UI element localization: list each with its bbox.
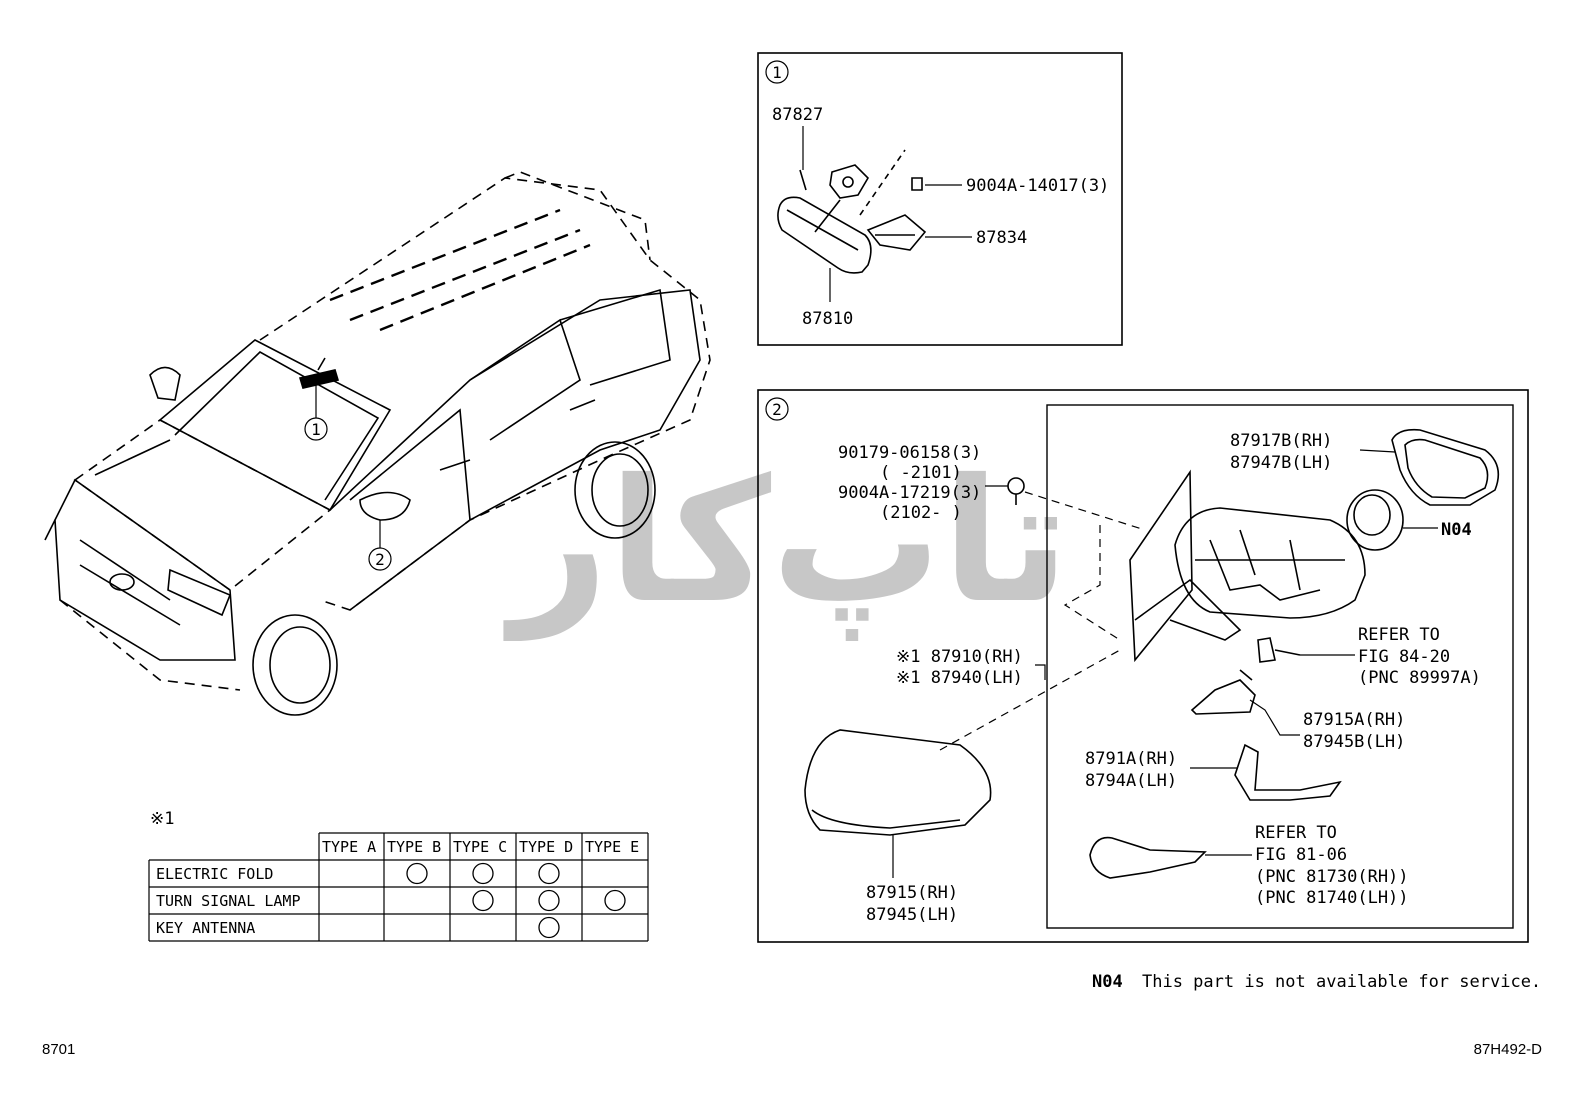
table-row-label: TURN SIGNAL LAMP: [156, 892, 301, 910]
watermark: تاپ‌کار: [502, 443, 1069, 641]
part-87827: 87827: [772, 105, 823, 125]
note-table: ※1 TYPE A TYPE B TYPE C TYPE D TYPE E ELECTRI…: [148, 809, 649, 942]
table-header: TYPE A: [322, 838, 376, 856]
vehicle-illustration: [44, 171, 711, 716]
footnote-code: N04: [1092, 972, 1123, 992]
table-header: TYPE B: [387, 838, 441, 856]
table-mark: [472, 862, 494, 885]
part-90179-06158: 90179-06158(3): [838, 443, 981, 463]
refer-1-line-2: FIG 84-20: [1358, 647, 1450, 667]
part-9004a-17219: 9004A-17219(3): [838, 483, 981, 503]
refer-2-line-2: FIG 81-06: [1255, 845, 1347, 865]
inner-mirror-drawing: [777, 149, 927, 274]
callout-2-label: 2: [375, 550, 385, 569]
box-1-number: 1: [772, 63, 782, 82]
part-87947b: 87947B(LH): [1230, 453, 1332, 473]
table-header: TYPE C: [453, 838, 507, 856]
refer-2-line-4: (PNC 81740(LH)): [1255, 888, 1409, 908]
footnote-text: This part is not available for service.: [1142, 972, 1541, 992]
table-mark: [604, 889, 626, 912]
table-header: TYPE E: [585, 838, 639, 856]
part-87915: 87915(RH): [866, 883, 958, 903]
part-87945b: 87945B(LH): [1303, 732, 1405, 752]
part-9004a-17219-range: (2102- ): [880, 503, 962, 523]
outer-mirror-drawing: [804, 428, 1500, 879]
callout-1-vehicle: 1: [304, 385, 328, 441]
part-87940: ※1 87940(LH): [896, 668, 1023, 688]
part-90179-range: ( -2101): [880, 463, 962, 483]
part-87834: 87834: [976, 228, 1027, 248]
part-87945: 87945(LH): [866, 905, 958, 925]
part-87917b: 87917B(RH): [1230, 431, 1332, 451]
part-87810: 87810: [802, 309, 853, 329]
part-87915a: 87915A(RH): [1303, 710, 1405, 730]
part-9004a-14017: 9004A-14017(3): [966, 176, 1109, 196]
footer-left: 8701: [42, 1041, 75, 1058]
table-mark: [538, 916, 560, 939]
refer-1-line-3: (PNC 89997A): [1358, 668, 1481, 688]
refer-1-line-1: REFER TO: [1358, 625, 1440, 645]
part-n04: N04: [1441, 520, 1472, 540]
note-mark: ※1: [150, 809, 174, 829]
refer-2-line-1: REFER TO: [1255, 823, 1337, 843]
box-1-inner-mirror: 1 87827 9004A-14017(3) 87834 87810: [757, 52, 1123, 346]
table-row-label: KEY ANTENNA: [156, 919, 255, 937]
footer-right: 87H492-D: [1474, 1041, 1543, 1058]
part-87910: ※1 87910(RH): [896, 647, 1023, 667]
callout-1-label: 1: [311, 420, 321, 439]
assembly-lines: [939, 491, 1146, 751]
table-row-label: ELECTRIC FOLD: [156, 865, 273, 883]
table-mark: [472, 889, 494, 912]
part-8791a: 8791A(RH): [1085, 749, 1177, 769]
table-mark: [538, 862, 560, 885]
box-2-outer-mirror: 2: [757, 389, 1529, 943]
table-mark: [406, 862, 428, 885]
part-8794a: 8794A(LH): [1085, 771, 1177, 791]
callout-2-vehicle: 2: [368, 520, 392, 571]
table-mark: [538, 889, 560, 912]
box-2-number: 2: [772, 400, 782, 419]
table-header: TYPE D: [519, 838, 573, 856]
refer-2-line-3: (PNC 81730(RH)): [1255, 867, 1409, 887]
